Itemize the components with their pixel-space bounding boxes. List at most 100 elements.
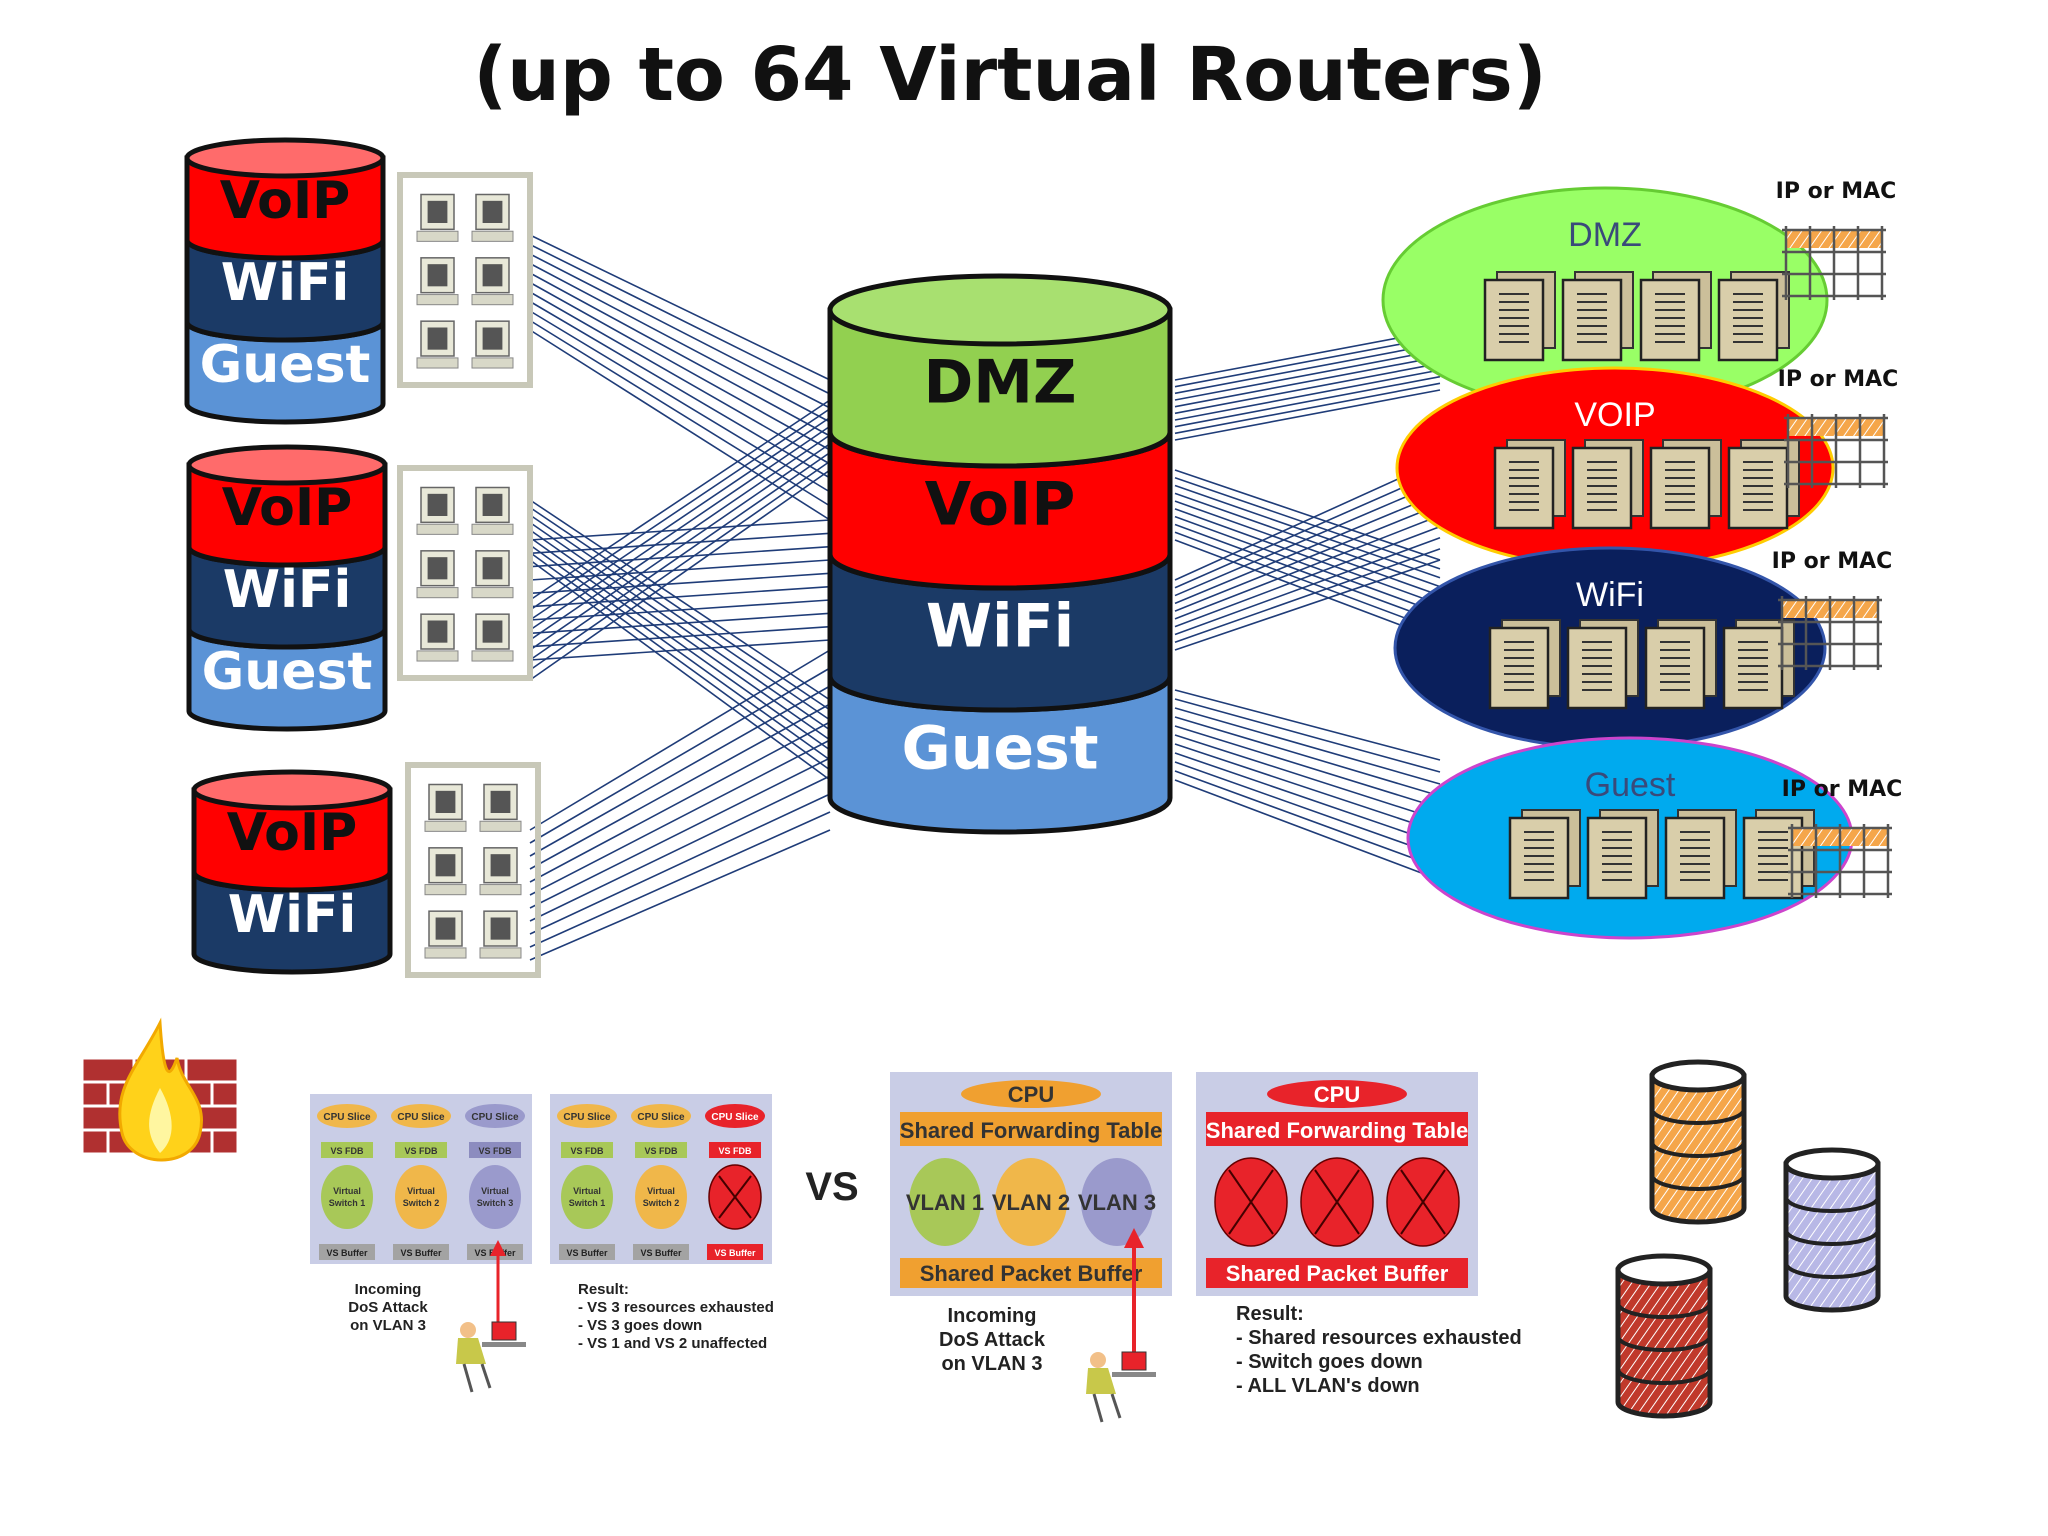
screen-icon [482, 327, 503, 350]
cpu-ellipse [961, 1080, 1101, 1108]
link-line [1174, 689, 1441, 761]
link-line [1174, 389, 1441, 441]
link-line [529, 514, 831, 721]
link-line [529, 532, 831, 555]
fdb-label: VS FDB [718, 1146, 752, 1156]
keyboard-icon [416, 357, 459, 369]
left-stack-1-layer-top [184, 137, 386, 179]
caption-line: on VLAN 3 [941, 1353, 1042, 1375]
fdb-label: VS FDB [330, 1146, 364, 1156]
table-label: IP or MAC [1782, 777, 1903, 802]
buffer-box [559, 1244, 615, 1260]
keyboard-icon [479, 947, 522, 959]
screen-icon [427, 200, 448, 223]
link-line [1174, 539, 1441, 641]
body-icon [1086, 1368, 1116, 1394]
server-front [1571, 446, 1633, 530]
left-stack-1-layer-label: Guest [200, 335, 371, 395]
virtual-switch [395, 1165, 447, 1229]
switch-label: Virtual [407, 1186, 435, 1196]
left-stack-3-layer-label: VoIP [227, 803, 358, 863]
link-line [529, 272, 831, 437]
link-line [529, 443, 831, 651]
link-line [1174, 523, 1441, 623]
fdb-box [395, 1142, 447, 1158]
link-line [529, 506, 831, 711]
link-line [1174, 770, 1441, 869]
server-front [1644, 626, 1706, 710]
computer-icon [416, 320, 459, 369]
cpu-slice [465, 1104, 525, 1128]
monitor-icon [420, 486, 455, 524]
vs-label: VS [805, 1165, 858, 1209]
address-table: IP or MAC [1776, 179, 1896, 300]
screen-icon [482, 200, 503, 223]
computer-icon [424, 847, 467, 896]
buffer-box [707, 1244, 763, 1260]
cpu-slice-label: CPU Slice [471, 1112, 519, 1123]
caption-line: DoS Attack [939, 1329, 1046, 1351]
link-line [1174, 484, 1441, 579]
address-table: IP or MAC [1778, 367, 1898, 488]
server-icon [1493, 439, 1566, 530]
monitor-icon [491, 1321, 517, 1341]
address-table: IP or MAC [1772, 549, 1892, 670]
center-stack-layer-label: Guest [901, 714, 1098, 784]
server-icon [1644, 619, 1717, 710]
result-line: - Shared resources exhausted [1236, 1327, 1522, 1349]
keyboard-icon [424, 947, 467, 959]
link-line [1174, 537, 1441, 636]
cpu-slice [391, 1104, 451, 1128]
link-line [1174, 355, 1441, 408]
cpu-slice [317, 1104, 377, 1128]
buffer-box [633, 1244, 689, 1260]
link-line [529, 703, 831, 870]
head-icon [1090, 1352, 1106, 1368]
link-line [529, 599, 831, 621]
leg-icon [1110, 1393, 1122, 1419]
left-stack-2-layer-body [186, 544, 388, 650]
link-line [1174, 342, 1441, 395]
link-line [1174, 525, 1441, 628]
computer-icon [479, 847, 522, 896]
link-line [529, 319, 831, 507]
link-line [529, 451, 831, 661]
buffer-label: VS Buffer [640, 1248, 682, 1258]
keyboard-icon [424, 820, 467, 832]
caption-line: on VLAN 3 [350, 1317, 426, 1334]
link-line [1174, 382, 1441, 435]
screen-icon [490, 790, 511, 813]
forwarding-table-box [900, 1112, 1162, 1146]
keyboard-icon [471, 357, 514, 369]
link-line [1174, 761, 1441, 857]
computer-icon [479, 783, 522, 832]
left-stack-2-layer-top [186, 444, 388, 486]
buffer-box [393, 1244, 449, 1260]
server-icon [1639, 271, 1712, 362]
screen-icon [427, 557, 448, 580]
link-line [529, 519, 831, 541]
user-at-computer-icon [456, 1321, 526, 1393]
left-stack-2-layer-label: VoIP [222, 478, 353, 538]
left-stack-2-layer-voip: VoIP [186, 444, 388, 568]
link-line [529, 521, 831, 731]
server-icon [1488, 619, 1561, 710]
link-line [529, 499, 831, 701]
database-band [1616, 1302, 1712, 1319]
packet-buffer-label: Shared Packet Buffer [920, 1261, 1143, 1286]
left-stack-2-layer-label: WiFi [223, 560, 352, 620]
monitor-icon [420, 320, 455, 357]
computer-icon [416, 613, 459, 662]
cross-line [1228, 1169, 1274, 1235]
fdb-label: VS FDB [404, 1146, 438, 1156]
database-band [1616, 1368, 1712, 1385]
fdb-box [321, 1142, 373, 1158]
link-line [529, 757, 831, 909]
computer-icon [471, 193, 514, 242]
switch-label: Switch 1 [329, 1198, 366, 1208]
link-line [1174, 503, 1441, 612]
link-line [529, 329, 831, 521]
cpu-slice [705, 1104, 765, 1128]
